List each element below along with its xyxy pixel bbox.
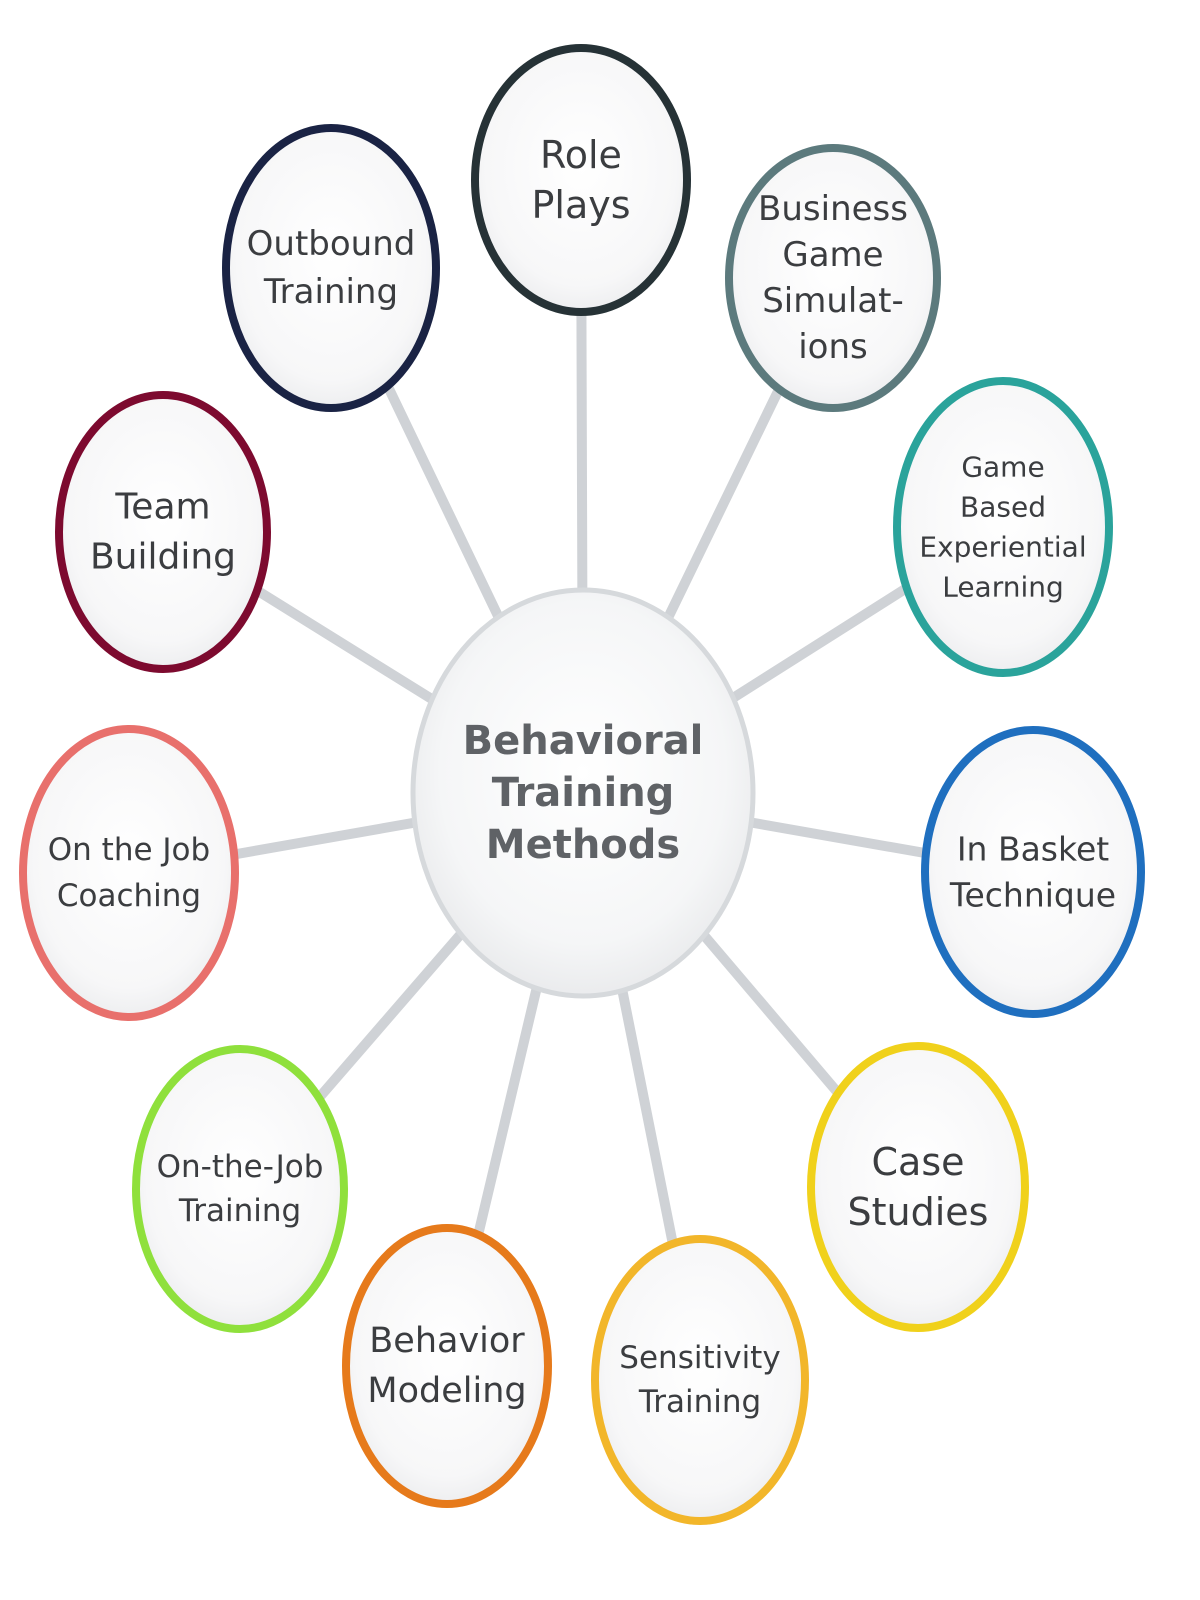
node-circle-in-basket-technique [921,726,1145,1018]
label-line: Game [961,451,1044,484]
node-circle-case-studies [807,1042,1029,1332]
label-line: Training [263,272,398,312]
node-circle-game-based-experiential-learning [893,377,1113,677]
label-line: In Basket [957,830,1109,869]
label-line: Behavioral [463,718,704,764]
label-line: ions [798,327,868,367]
label-line: Sensitivity [619,1340,780,1376]
label-line: Training [178,1193,301,1229]
node-circle-team-building [55,391,271,673]
label-line: Team [114,487,210,528]
center-hub-circle [410,587,756,999]
label-line: On-the-Job [157,1149,324,1185]
label-line: Studies [848,1190,989,1234]
node-circle-sensitivity-training [591,1235,809,1525]
label-line: Methods [486,822,680,868]
label-line: Learning [942,571,1064,604]
label-line: Training [492,770,675,816]
label-line: Modeling [367,1371,526,1411]
node-circle-outbound-training [222,124,440,412]
label-line: Role [540,133,622,177]
label-line: Plays [531,183,630,227]
label-line: Experiential [919,531,1086,564]
label-line: Outbound [247,224,416,264]
node-circle-on-the-job-coaching [19,725,239,1021]
label-line: Case [872,1140,965,1184]
label-line: Building [90,537,236,578]
label-line: Business [758,189,908,229]
label-line: Training [638,1384,761,1420]
label-line: Behavior [369,1321,525,1361]
label-line: Simulat- [762,281,904,321]
label-line: Based [960,491,1046,524]
node-circle-role-plays [471,44,691,316]
label-line: Coaching [57,878,201,914]
node-circle-business-game-simulations [725,144,941,412]
node-circle-behavior-modeling [342,1224,552,1508]
node-circle-on-the-job-training [132,1045,348,1333]
label-line: On the Job [48,832,210,868]
label-line: Game [782,235,883,275]
label-line: Technique [949,876,1116,915]
